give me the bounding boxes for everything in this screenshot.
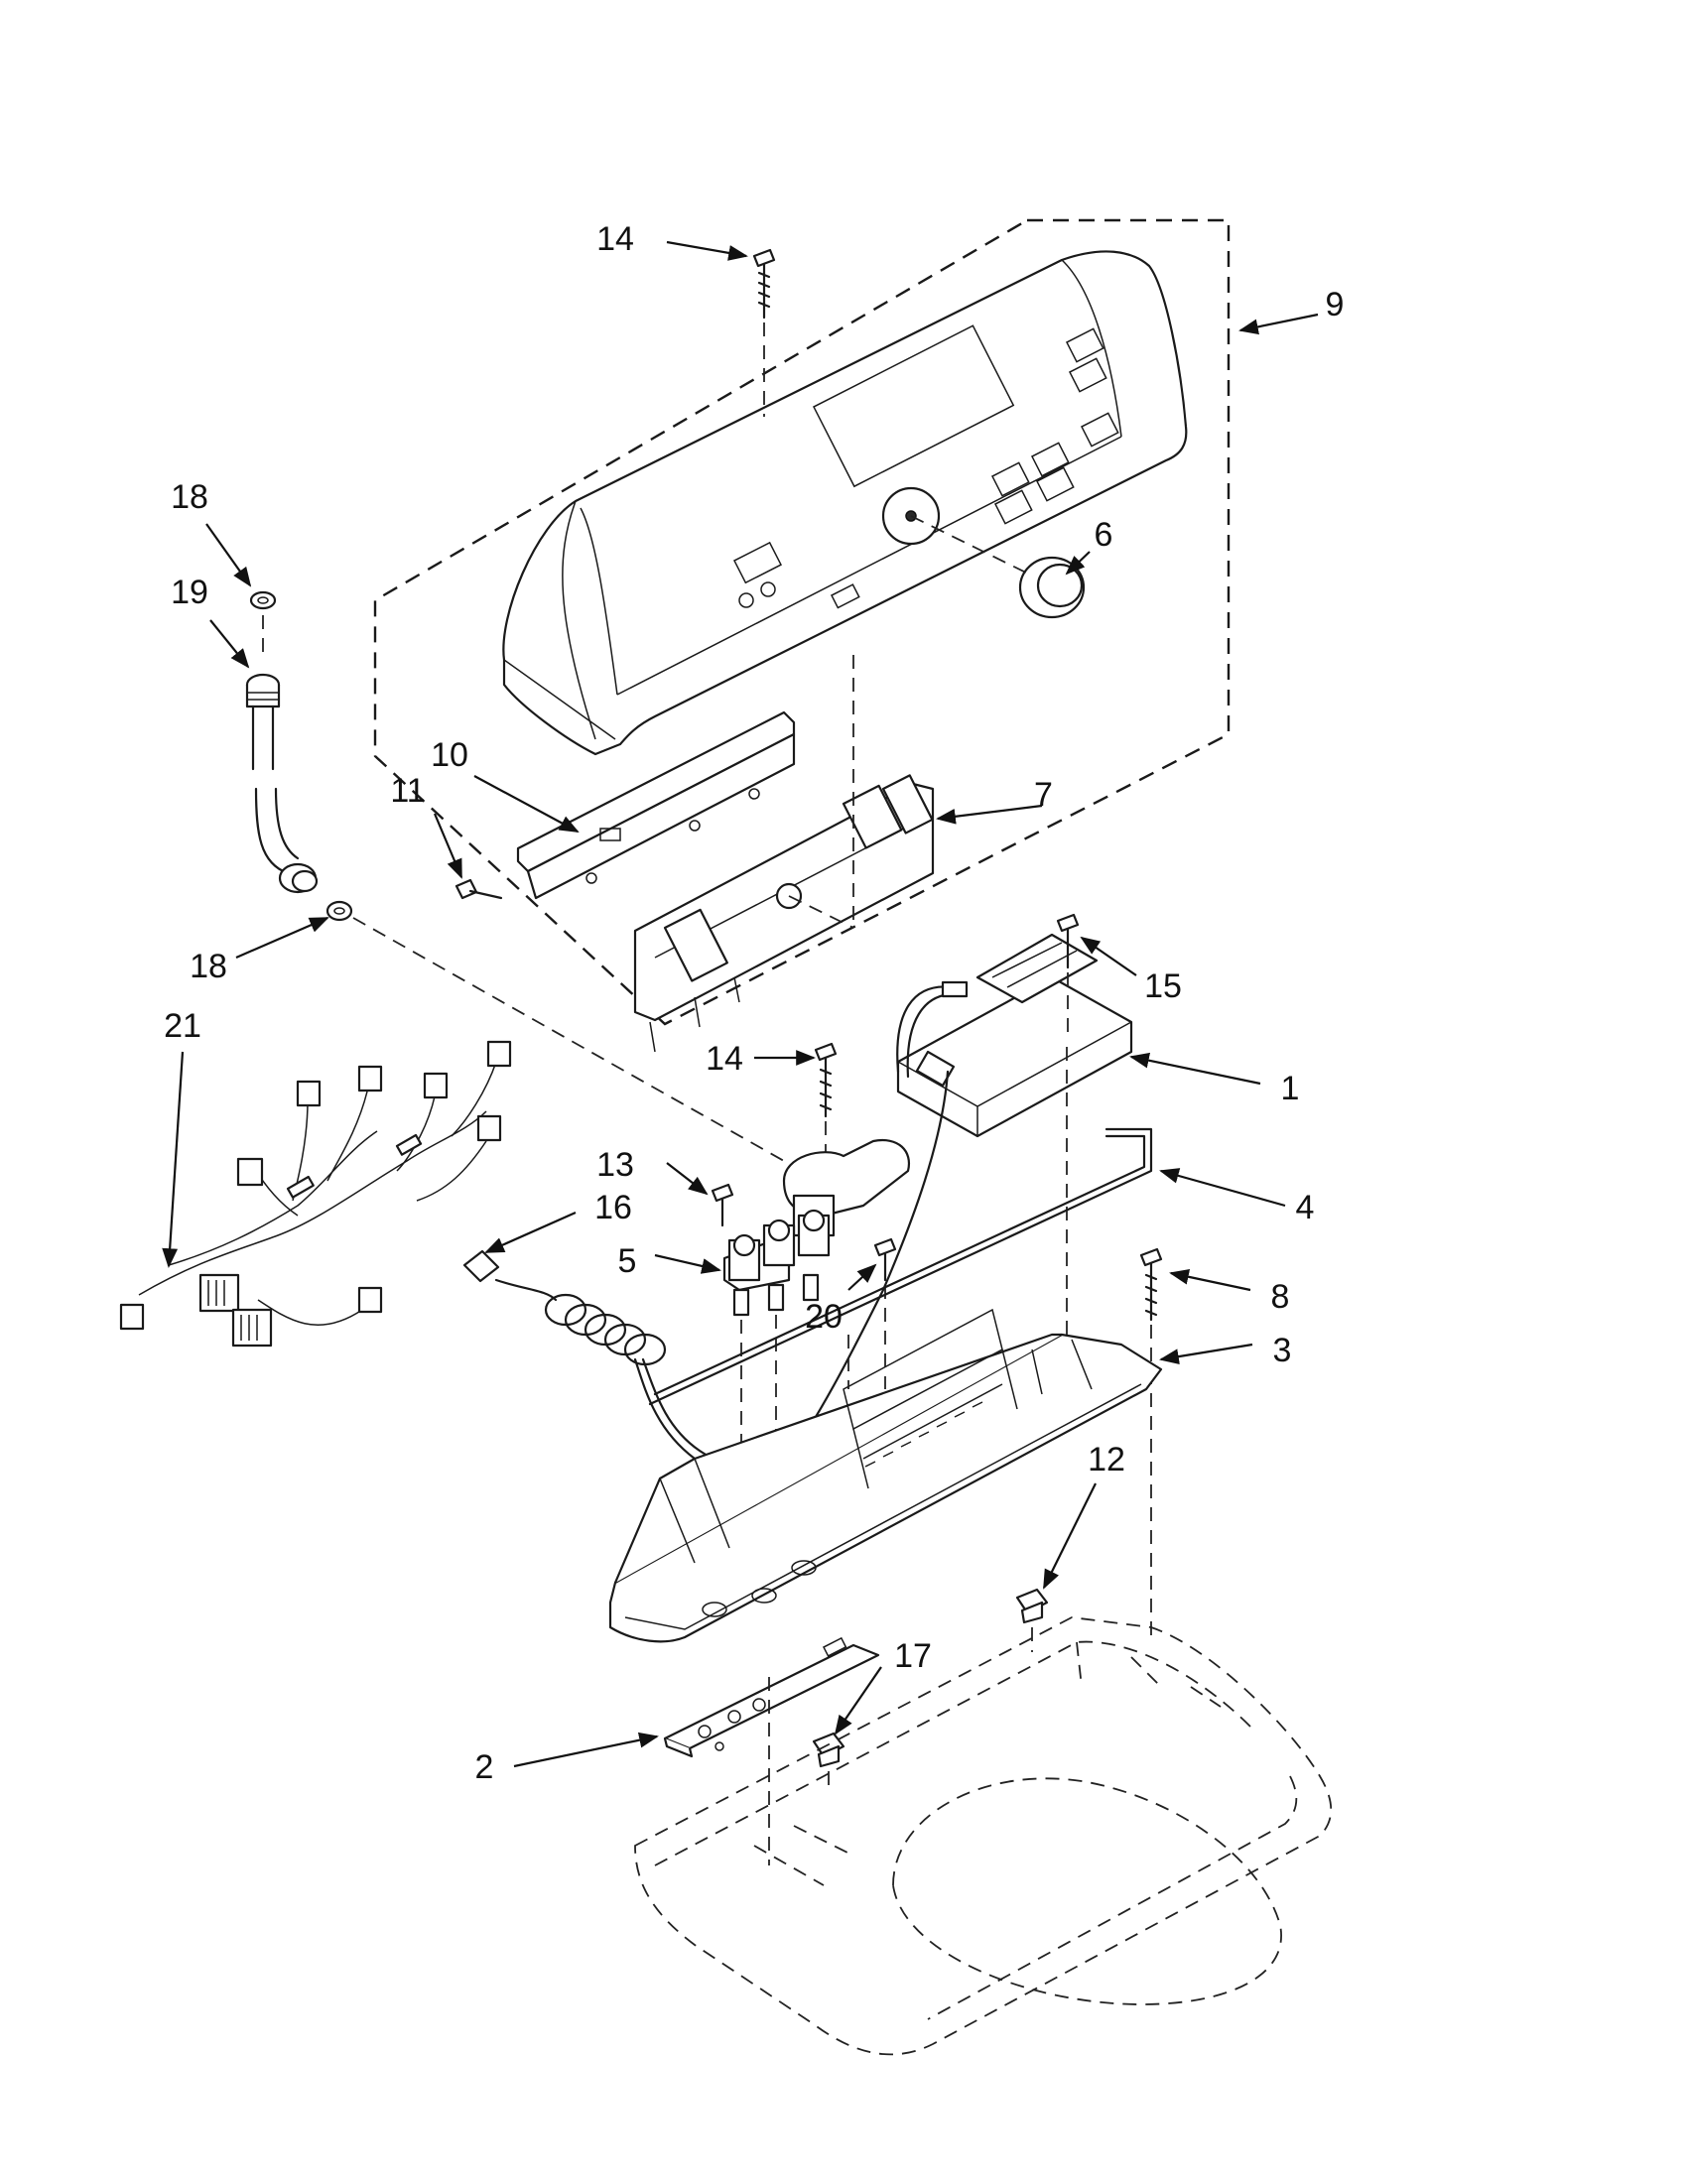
callout-16: 16	[594, 1189, 632, 1226]
callout-1: 1	[1281, 1070, 1300, 1107]
screw-14-top	[752, 248, 776, 417]
callout-labels: 14 9 18 19 6 10 11 7 18 15 21 14 1 13 4 …	[164, 220, 1344, 1786]
console-panel	[502, 250, 1188, 756]
ui-board	[516, 710, 796, 900]
callout-4: 4	[1296, 1189, 1315, 1226]
callout-8: 8	[1271, 1278, 1290, 1316]
leader-arrows	[162, 240, 1319, 1768]
screw-13	[711, 1183, 734, 1227]
clip-17	[812, 1732, 845, 1791]
screw-20	[873, 1237, 897, 1389]
callout-14-mid: 14	[706, 1040, 743, 1078]
callout-14-top: 14	[596, 220, 634, 258]
callout-15: 15	[1144, 967, 1182, 1005]
clip-12	[1015, 1588, 1049, 1652]
screw-15	[1056, 913, 1080, 1037]
console-group-outline	[373, 218, 1231, 1026]
callout-19: 19	[171, 574, 208, 611]
callout-12: 12	[1088, 1441, 1125, 1478]
callout-10: 10	[431, 736, 468, 774]
callout-17: 17	[894, 1637, 932, 1675]
screw-14-mid	[814, 1042, 838, 1161]
callout-21: 21	[164, 1007, 201, 1045]
callout-20: 20	[805, 1298, 843, 1336]
screw-8	[1139, 1247, 1163, 1642]
control-board	[633, 655, 935, 1053]
bracket-2	[663, 1636, 880, 1865]
callout-2: 2	[475, 1748, 494, 1786]
callout-18-top: 18	[171, 478, 208, 516]
callout-3: 3	[1273, 1332, 1292, 1369]
callout-9: 9	[1326, 286, 1345, 323]
callout-13: 13	[596, 1146, 634, 1184]
tube	[648, 1127, 1153, 1406]
screw-11	[454, 878, 503, 900]
callout-5: 5	[618, 1242, 637, 1280]
console-base	[608, 1308, 1163, 1643]
hose-assembly	[245, 590, 785, 1162]
cabinet-top	[634, 1616, 1333, 2056]
callout-18-bottom: 18	[190, 948, 227, 985]
callout-6: 6	[1095, 516, 1113, 554]
callout-7: 7	[1034, 776, 1053, 814]
main-control	[896, 933, 1133, 1335]
callout-11: 11	[390, 772, 425, 810]
wire-harness	[119, 1040, 512, 1348]
